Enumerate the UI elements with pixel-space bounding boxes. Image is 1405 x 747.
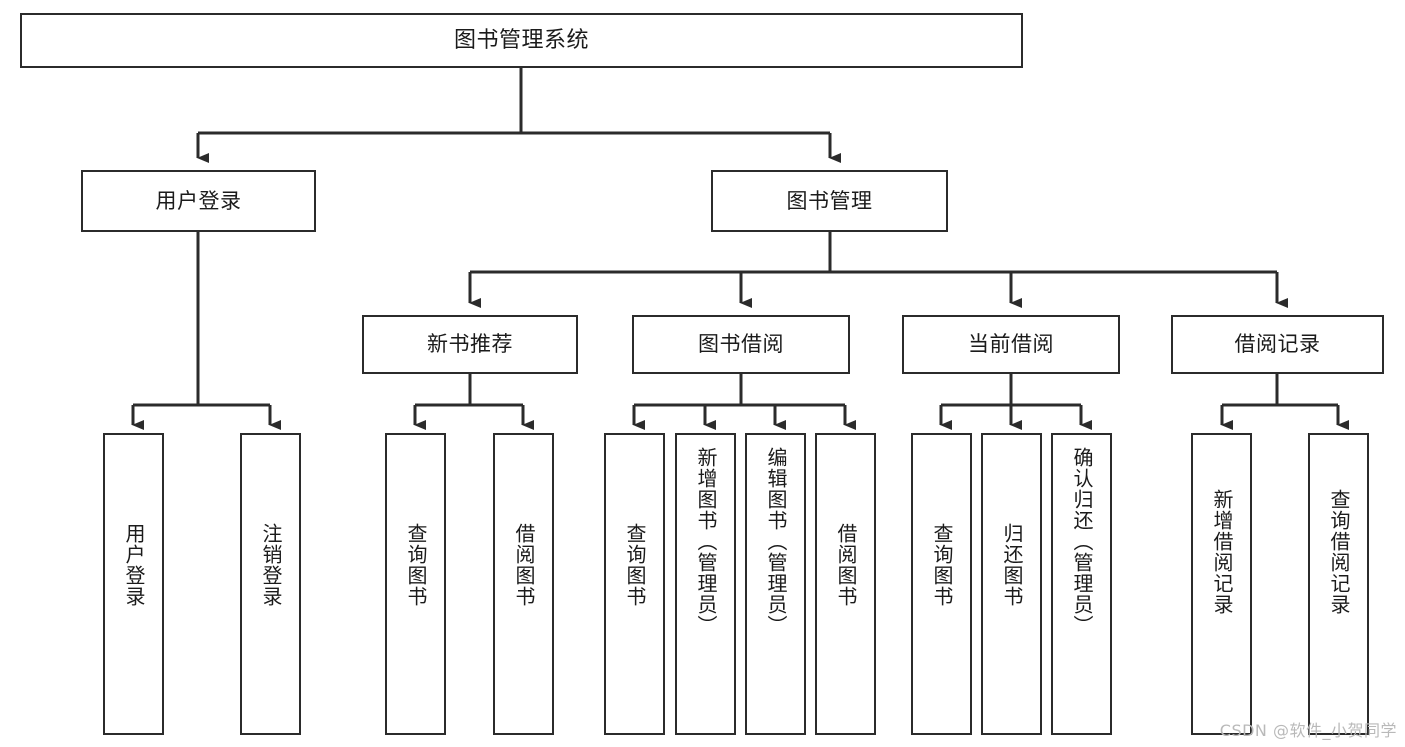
node-current-borrow[interactable]: 当前借阅 bbox=[902, 315, 1120, 374]
node-label: 确认归还（管理员） bbox=[1070, 447, 1094, 636]
node-user-login[interactable]: 用户登录 bbox=[81, 170, 316, 232]
node-label: 图书管理系统 bbox=[453, 27, 589, 53]
leaf-logout[interactable]: 注销登录 bbox=[240, 433, 301, 735]
leaf-return-book[interactable]: 归还图书 bbox=[981, 433, 1042, 735]
node-root-system[interactable]: 图书管理系统 bbox=[20, 13, 1023, 68]
node-label: 借阅图书 bbox=[834, 523, 858, 607]
leaf-query-book-recommend[interactable]: 查询图书 bbox=[385, 433, 446, 735]
node-label: 查询图书 bbox=[930, 523, 954, 607]
node-label: 当前借阅 bbox=[968, 332, 1054, 357]
leaf-query-book-current[interactable]: 查询图书 bbox=[911, 433, 972, 735]
leaf-add-borrow-record[interactable]: 新增借阅记录 bbox=[1191, 433, 1252, 735]
leaf-confirm-return-admin[interactable]: 确认归还（管理员） bbox=[1051, 433, 1112, 735]
leaf-borrow-book[interactable]: 借阅图书 bbox=[815, 433, 876, 735]
node-new-book-recommend[interactable]: 新书推荐 bbox=[362, 315, 578, 374]
leaf-query-borrow-record[interactable]: 查询借阅记录 bbox=[1308, 433, 1369, 735]
node-label: 查询图书 bbox=[623, 523, 647, 607]
node-label: 图书借阅 bbox=[698, 332, 784, 357]
node-book-borrow[interactable]: 图书借阅 bbox=[632, 315, 850, 374]
node-label: 查询借阅记录 bbox=[1327, 489, 1351, 615]
node-label: 用户登录 bbox=[155, 188, 242, 213]
node-label: 借阅图书 bbox=[512, 523, 536, 607]
node-label: 新增借阅记录 bbox=[1210, 489, 1234, 615]
node-label: 图书管理 bbox=[786, 188, 873, 213]
node-label: 查询图书 bbox=[404, 523, 428, 607]
node-label: 用户登录 bbox=[122, 523, 146, 607]
node-label: 归还图书 bbox=[1000, 523, 1024, 607]
node-book-manage[interactable]: 图书管理 bbox=[711, 170, 948, 232]
node-label: 新增图书（管理员） bbox=[694, 447, 718, 636]
node-label: 编辑图书（管理员） bbox=[764, 447, 788, 636]
node-label: 借阅记录 bbox=[1234, 332, 1321, 357]
node-borrow-record[interactable]: 借阅记录 bbox=[1171, 315, 1384, 374]
leaf-query-book-borrow[interactable]: 查询图书 bbox=[604, 433, 665, 735]
watermark-text: CSDN @软件_小贺同学 bbox=[1219, 721, 1397, 740]
node-label: 注销登录 bbox=[259, 523, 283, 607]
leaf-edit-book-admin[interactable]: 编辑图书（管理员） bbox=[745, 433, 806, 735]
node-label: 新书推荐 bbox=[427, 332, 513, 357]
leaf-user-login[interactable]: 用户登录 bbox=[103, 433, 164, 735]
leaf-add-book-admin[interactable]: 新增图书（管理员） bbox=[675, 433, 736, 735]
leaf-borrow-book-recommend[interactable]: 借阅图书 bbox=[493, 433, 554, 735]
